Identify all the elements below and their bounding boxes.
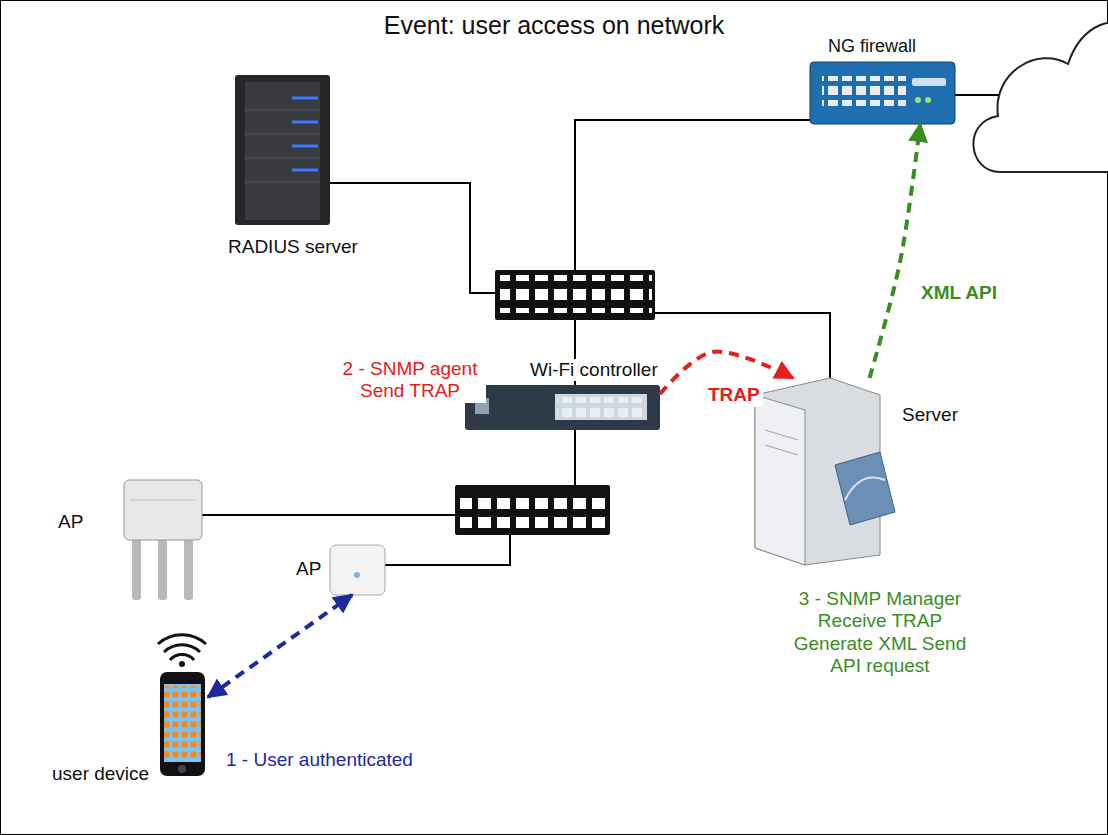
switch-icon: [495, 270, 655, 320]
phone-icon-part: [178, 765, 186, 773]
device-label: Wi-Fi controller: [528, 359, 660, 381]
cloud-part: [973, 22, 1108, 172]
step-note: 3 - SNMP Manager Receive TRAP Generate X…: [785, 588, 975, 678]
device-label: AP: [56, 511, 85, 533]
switch-icon-part: [500, 275, 652, 313]
server-icon-part: [845, 478, 885, 501]
radius-server-icon-part: [245, 110, 320, 182]
outdoor-ap-icon-part: [158, 535, 167, 600]
radius-server-icon-part-part: [245, 134, 320, 135]
switch-icon-part: [495, 270, 655, 320]
device-node: user device1 - User authenticated: [160, 640, 208, 776]
radius-server-icon-part-part: [292, 145, 318, 148]
dashed-arrow: [208, 595, 352, 697]
phone-icon: [158, 635, 206, 776]
firewall-icon-part: [822, 76, 906, 106]
radius-server-icon-part-part: [245, 158, 320, 159]
phone-icon-part: [170, 655, 194, 660]
wires-part: [385, 535, 510, 565]
phone-icon-part: [164, 645, 200, 652]
firewall-icon-part: [912, 78, 946, 86]
wires-part: [655, 313, 830, 378]
step-note: 1 - User authenticated: [224, 749, 415, 771]
device-label: RADIUS server: [226, 236, 360, 258]
server-icon-part: [835, 452, 895, 525]
controller-node: Wi-Fi controller2 - SNMP agent Send TRAP: [465, 385, 660, 430]
indoor-ap-icon: [330, 545, 385, 595]
server-node: Server3 - SNMP Manager Receive TRAP Gene…: [745, 378, 895, 565]
firewall-icon-part: [925, 97, 931, 103]
controller-icon-part: [557, 397, 645, 417]
server-icon-part: [765, 430, 798, 440]
phone-icon-part: [179, 661, 185, 667]
radius-server-node: RADIUS server: [235, 75, 330, 225]
outdoor-ap-icon-part: [130, 500, 196, 501]
outdoor-ap-icon-part: [184, 535, 193, 600]
controller-icon-part: [555, 394, 647, 420]
firewall-node: NG firewall: [810, 62, 955, 124]
device-label: Server: [900, 404, 960, 426]
outdoor-ap-icon-part: [124, 480, 202, 540]
device-label: NG firewall: [795, 36, 949, 57]
controller-icon-part: [465, 385, 660, 430]
radius-server-icon-part-part: [245, 110, 320, 111]
indoor-ap-icon-part: [330, 545, 385, 595]
diagram-title: Event: user access on network: [254, 10, 854, 40]
switch-icon-part: [460, 490, 612, 528]
firewall-icon-part: [915, 97, 921, 103]
radius-server-icon: [235, 75, 330, 225]
cloud: [973, 22, 1108, 172]
dashed-arrow: [870, 124, 921, 378]
radius-server-icon-part-part: [245, 182, 320, 183]
radius-server-icon-part: [235, 75, 330, 225]
radius-server-icon-part-part: [292, 169, 318, 172]
server-icon-part: [765, 445, 798, 455]
device-label: AP: [294, 558, 323, 580]
server-icon-part: [755, 395, 805, 565]
ap-node: AP: [330, 545, 385, 595]
phone-icon-part: [164, 686, 201, 760]
edge-label: TRAP: [705, 384, 763, 407]
ap-node: AP: [120, 478, 205, 600]
firewall-icon-part: [810, 62, 955, 124]
server-icon: [755, 378, 895, 565]
outdoor-ap-icon: [124, 480, 202, 600]
wires-part: [575, 120, 810, 270]
wires-part: [955, 94, 1000, 96]
radius-server-icon-part-part: [292, 97, 318, 100]
switch-icon: [455, 485, 612, 535]
edge-label: XML API: [918, 282, 1000, 305]
indoor-ap-icon-part: [354, 572, 360, 578]
wires-part: [200, 514, 455, 516]
controller-icon: [465, 385, 660, 430]
radius-server-icon-part: [245, 82, 320, 220]
step-note: 2 - SNMP agent Send TRAP: [334, 358, 486, 403]
radius-server-icon-part-part: [292, 121, 318, 124]
outdoor-ap-icon-part: [132, 535, 141, 600]
wires-part: [574, 430, 576, 485]
phone-icon-part: [164, 684, 201, 762]
phone-icon-part: [160, 672, 205, 776]
phone-icon-part: [158, 635, 206, 644]
device-label: user device: [50, 763, 151, 785]
firewall-icon: [810, 62, 955, 124]
